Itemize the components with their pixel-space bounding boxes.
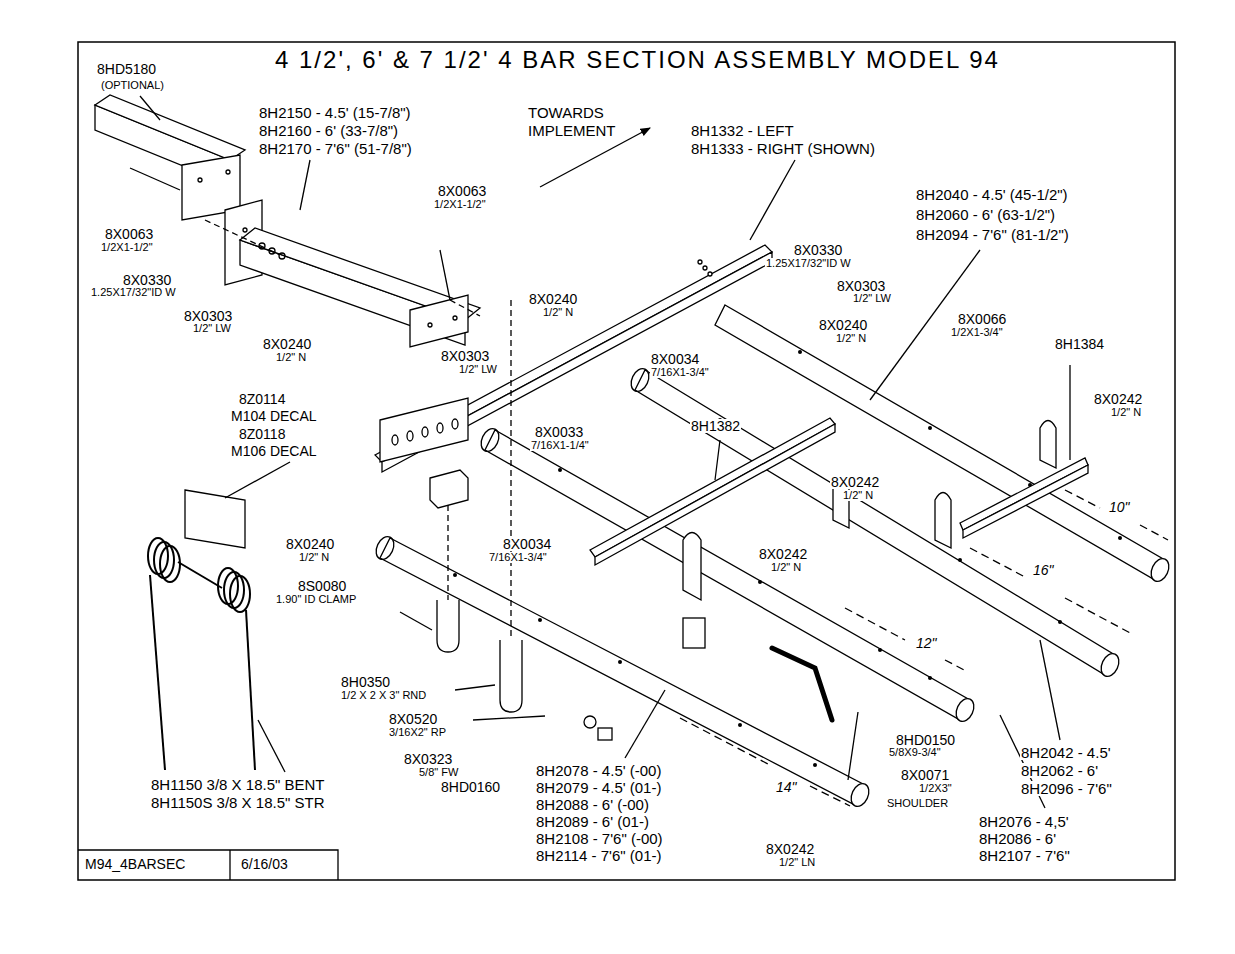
part-label: 8X0240 [285,537,335,551]
part-label: 8X0242 [758,547,808,561]
part-label: 6/16/03 [240,857,289,871]
part-label: 7/16X1-3/4" [488,552,548,563]
part-label: 8X0330 [793,243,843,257]
part-label: 8Z0118 [238,427,286,441]
part-label: 8X0240 [818,318,868,332]
dimension-label: 16" [1032,563,1055,577]
part-label: 8H2108 - 7'6" (-00) [535,831,664,846]
part-label: 8H1382 [690,419,741,433]
part-label: 8H1150S 3/8 X 18.5" STR [150,795,325,810]
part-label: M94_4BARSEC [84,857,186,871]
part-label: 1/2X1-3/4" [950,327,1004,338]
part-label: 8H1332 - LEFT [690,123,795,138]
part-label: 8X0066 [957,312,1007,326]
part-label: 8HD5180 [96,62,157,76]
part-label: 8X0240 [262,337,312,351]
part-label: 8H2096 - 7'6" [1020,781,1113,796]
part-label: 8H1150 3/8 X 18.5" BENT [150,777,325,792]
part-label: 8H2094 - 7'6" (81-1/2") [915,227,1070,242]
part-label: 1/2X1-1/2" [100,242,154,253]
part-label: 8X0303 [440,349,490,363]
part-label: 8X0303 [836,279,886,293]
part-label: 8X0520 [388,712,438,726]
part-label: 1/2" N [1110,407,1142,418]
part-label: 1/2" N [770,562,802,573]
part-label: 8H2079 - 4.5' (01-) [535,780,662,795]
part-label: 1/2" N [275,352,307,363]
part-label: 1/2" LW [458,364,498,375]
part-label: 8H2060 - 6' (63-1/2") [915,207,1056,222]
part-label: 1/2" LN [778,857,816,868]
part-label: 8H2086 - 6' [978,831,1057,846]
part-label: 8X0071 [900,768,950,782]
part-label: 8H2170 - 7'6" (51-7/8") [258,141,413,156]
part-label: 8X0323 [403,752,453,766]
part-label: 5/8" FW [418,767,459,778]
part-label: 8X0034 [650,352,700,366]
part-label: 1/2" LW [192,323,232,334]
part-label: 7/16X1-1/4" [530,440,590,451]
dimension-label: 14" [775,780,798,794]
part-label: 1/2X3" [918,783,953,794]
part-label: 1/2" N [298,552,330,563]
part-label: 8S0080 [297,579,347,593]
part-label: 8H2040 - 4.5' (45-1/2") [915,187,1069,202]
dimension-label: 12" [915,636,938,650]
part-label: 8H2076 - 4,5' [978,814,1070,829]
part-label: 8Z0114 [238,392,286,406]
part-label: 1/2" N [542,307,574,318]
part-label: 8HD0150 [895,733,956,747]
part-label: 8X0303 [183,309,233,323]
drawing-title: 4 1/2', 6' & 7 1/2' 4 BAR SECTION ASSEMB… [275,48,1000,72]
part-label: 8H2114 - 7'6" (01-) [535,848,662,863]
part-label: 8X0330 [122,273,172,287]
part-label: 1/2X1-1/2" [433,199,487,210]
part-label: 1/2" N [842,490,874,501]
part-label: 3/16X2" RP [388,727,447,738]
part-label: 8H0350 [340,675,391,689]
part-label: 8H2078 - 4.5' (-00) [535,763,662,778]
part-label: 1/2 X 2 X 3" RND [340,690,427,701]
part-label: 8X0242 [1093,392,1143,406]
part-label: 8H2089 - 6' (01-) [535,814,650,829]
part-label: 8H2088 - 6' (-00) [535,797,650,812]
part-label: 8X0242 [830,475,880,489]
part-label: SHOULDER [886,798,949,809]
part-label: 8X0033 [534,425,584,439]
part-label: 8X0240 [528,292,578,306]
part-label: 8H1333 - RIGHT (SHOWN) [690,141,876,156]
part-label: 8X0242 [765,842,815,856]
part-label: 8H2042 - 4.5' [1020,745,1112,760]
part-label: 8X0034 [502,537,552,551]
part-label: 8H1384 [1054,337,1105,351]
part-label: M106 DECAL [230,444,318,458]
part-label: 8HD0160 [440,780,501,794]
part-label: 8X0063 [104,227,154,241]
part-label: 8H2160 - 6' (33-7/8") [258,123,399,138]
part-label: M104 DECAL [230,409,318,423]
part-label: 5/8X9-3/4" [888,747,942,758]
part-label: (OPTIONAL) [100,80,165,91]
part-label: 1.25X17/32"ID W [765,258,852,269]
part-label: 1/2" N [835,333,867,344]
part-label: 1.25X17/32"ID W [90,287,177,298]
part-label: 8H2150 - 4.5' (15-7/8") [258,105,412,120]
part-label: TOWARDS [527,105,605,120]
part-label: IMPLEMENT [527,123,617,138]
part-label: 8H2062 - 6' [1020,763,1099,778]
part-label: 8X0063 [437,184,487,198]
part-label: 1/2" LW [852,293,892,304]
part-label: 1.90" ID CLAMP [275,594,357,605]
dimension-label: 10" [1108,500,1131,514]
part-label: 7/16X1-3/4" [650,367,710,378]
part-label: 8H2107 - 7'6" [978,848,1071,863]
